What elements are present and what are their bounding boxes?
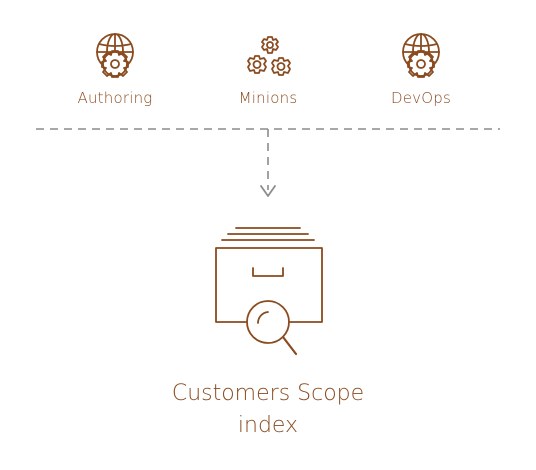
connector-lines [36, 128, 500, 190]
index-title-line1: Customers Scope [171, 381, 365, 406]
index-title-line2: index [237, 413, 299, 438]
gears-icon [247, 36, 291, 76]
globe-gear-icon [96, 33, 134, 78]
globe-gear-icon [402, 33, 440, 78]
arrow-down-icon [260, 185, 276, 197]
source-label-minions: Minions [238, 89, 298, 107]
index-box-search-icon [215, 227, 323, 356]
source-label-devops: DevOps [391, 89, 451, 107]
index-title: Customers Scope index [118, 378, 418, 442]
source-label-authoring: Authoring [77, 89, 153, 107]
